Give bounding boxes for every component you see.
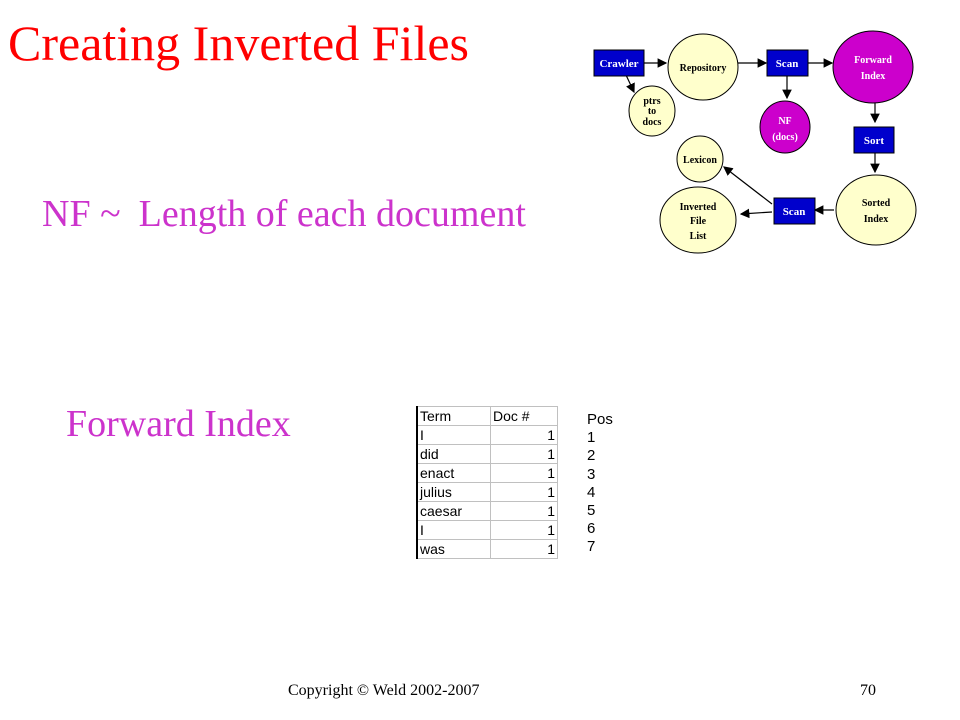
page-number: 70: [860, 682, 876, 699]
lexicon-circle: [676, 135, 724, 183]
sort-box: [853, 126, 895, 154]
sorted-index-label-line2: Index: [864, 214, 888, 225]
table-row: caesar 1: [416, 501, 558, 521]
column-header-doc: Doc #: [490, 406, 558, 426]
column-header-term: Term: [416, 406, 491, 426]
scan-top-box: [766, 49, 809, 77]
ptrs-circle: [628, 85, 676, 137]
nf-definition: NF ~ Length of each document: [42, 192, 526, 236]
cell-term: caesar: [416, 501, 491, 521]
cell-term: I: [416, 425, 491, 445]
ptrs-label-line1: ptrs: [643, 96, 660, 107]
position-list: Pos 1 2 3 4 5 6 7: [587, 411, 613, 557]
crawler-box: [593, 49, 645, 77]
nf-description: Length of each document: [138, 193, 526, 235]
arrow-scan-to-lexicon: [723, 166, 773, 205]
forward-index-heading: Forward Index: [66, 403, 291, 445]
table-row: julius 1: [416, 482, 558, 502]
sort-label: Sort: [864, 135, 885, 147]
pipeline-diagram: Crawler Repository Scan Forward Index pt…: [593, 30, 917, 254]
cell-doc: 1: [490, 463, 558, 483]
cell-doc: 1: [490, 444, 558, 464]
table-row: I 1: [416, 425, 558, 445]
cell-term: was: [416, 539, 491, 559]
position-value: 6: [587, 520, 596, 538]
position-value: 1: [587, 429, 596, 447]
table-row: did 1: [416, 444, 558, 464]
cell-term: enact: [416, 463, 491, 483]
inverted-label-line3: List: [690, 231, 707, 242]
cell-doc: 1: [490, 482, 558, 502]
scan-bottom-label: Scan: [783, 206, 806, 218]
cell-term: did: [416, 444, 491, 464]
inverted-label-line2: File: [690, 216, 707, 227]
ptrs-label-line3: docs: [643, 117, 662, 128]
repository-circle: [667, 33, 739, 101]
position-value: 5: [587, 502, 596, 520]
position-value: 3: [587, 465, 596, 483]
nf-docs-label-line1: NF: [778, 116, 791, 127]
table-row: I 1: [416, 520, 558, 540]
nf-docs-label-line2: (docs): [772, 132, 798, 143]
sorted-index-label-line1: Sorted: [862, 198, 891, 209]
table-row: enact 1: [416, 463, 558, 483]
cell-doc: 1: [490, 539, 558, 559]
nf-docs-circle: [759, 100, 811, 154]
table-row: was 1: [416, 539, 558, 559]
position-value: 4: [587, 483, 596, 501]
forward-index-label-line2: Index: [861, 71, 885, 82]
position-value: 2: [587, 447, 596, 465]
arrow-scan-to-inverted-file: [739, 208, 773, 219]
forward-index-label-line1: Forward: [854, 55, 892, 66]
lexicon-label: Lexicon: [683, 155, 717, 166]
copyright-footer: Copyright © Weld 2002-2007: [288, 682, 480, 699]
repository-label: Repository: [680, 63, 727, 74]
cell-term: julius: [416, 482, 491, 502]
scan-top-label: Scan: [776, 58, 799, 70]
cell-doc: 1: [490, 501, 558, 521]
ptrs-label-line2: to: [648, 106, 656, 117]
inverted-label-line1: Inverted: [680, 202, 717, 213]
cell-term: I: [416, 520, 491, 540]
slide-title: Creating Inverted Files: [8, 15, 469, 71]
arrow-crawler-to-ptrs: [625, 74, 635, 94]
position-value: 7: [587, 538, 596, 556]
nf-symbol: NF ~: [42, 193, 121, 235]
crawler-label: Crawler: [599, 58, 638, 70]
inverted-file-list-circle: [659, 186, 737, 254]
scan-bottom-box: [773, 197, 816, 225]
sorted-index-circle: [835, 174, 917, 246]
cell-doc: 1: [490, 425, 558, 445]
forward-index-table: Term Doc # I 1 did 1 enact 1 julius 1 ca…: [416, 406, 558, 559]
cell-doc: 1: [490, 520, 558, 540]
position-header: Pos: [587, 411, 613, 428]
table-header-row: Term Doc #: [416, 406, 558, 426]
forward-index-circle: [832, 30, 914, 104]
